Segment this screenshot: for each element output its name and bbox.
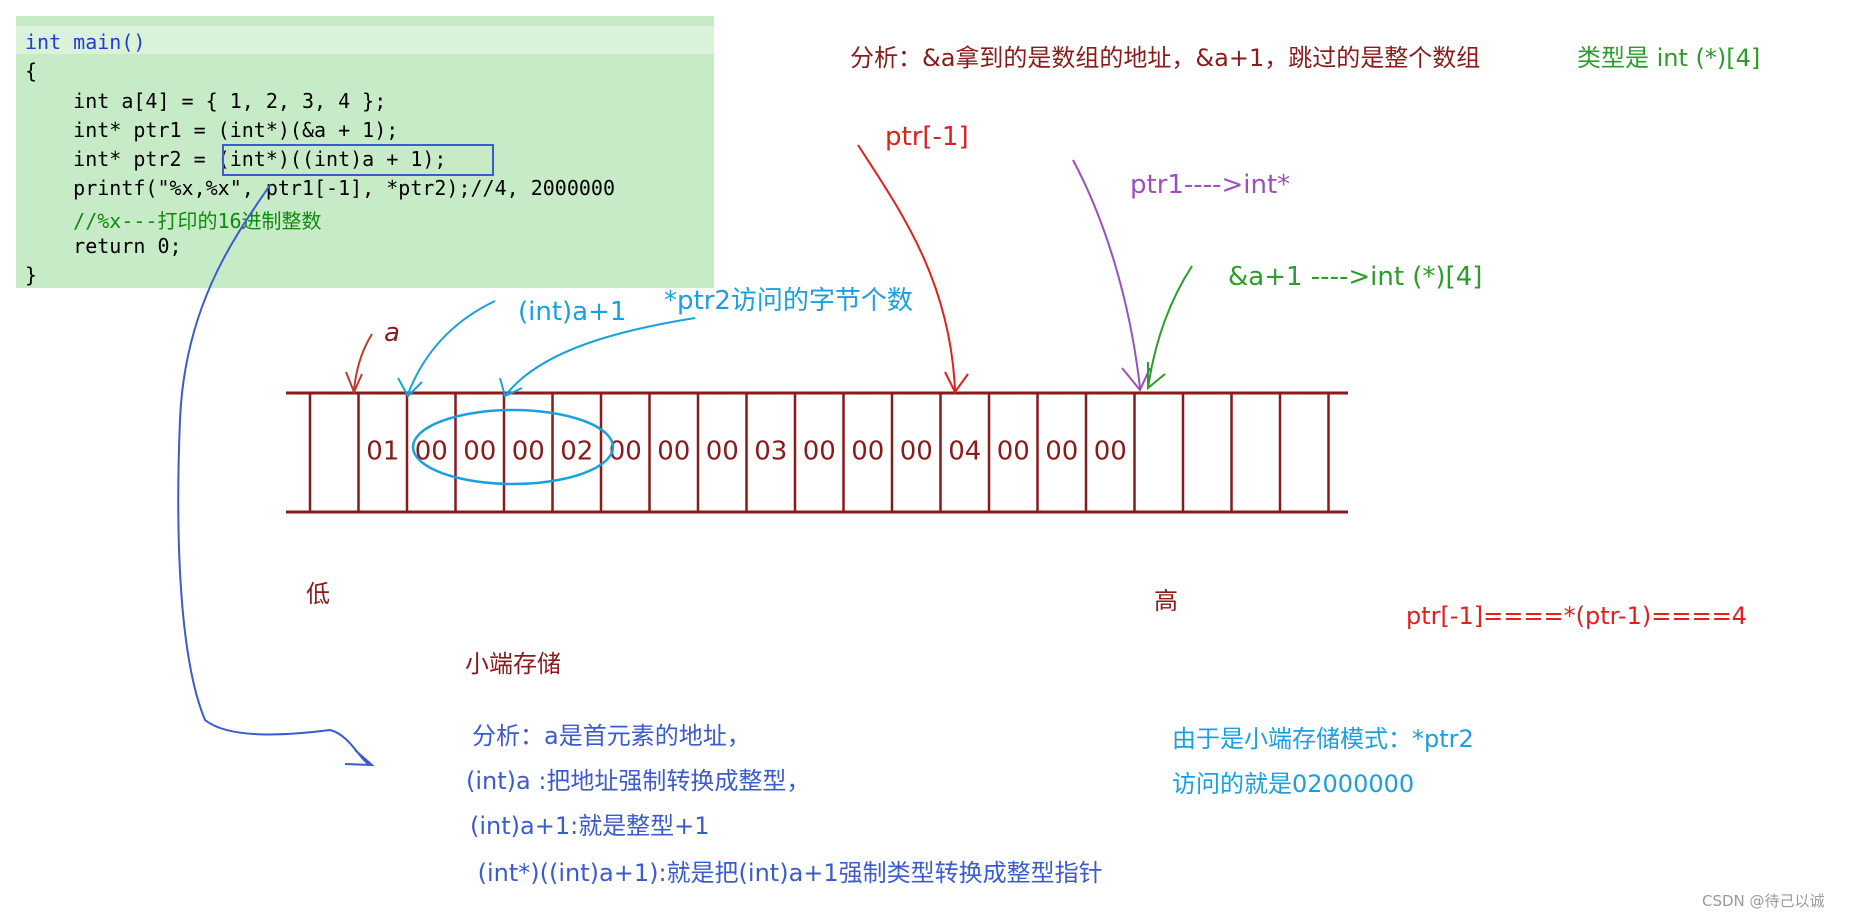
a-plus1-arrow bbox=[1147, 265, 1193, 389]
int-a-plus1-label: (int)a+1 bbox=[518, 297, 627, 327]
code-line-8: return 0; bbox=[25, 234, 182, 258]
little-endian-label: 小端存储 bbox=[465, 650, 561, 678]
right-note-line-2: 访问的就是02000000 bbox=[1172, 770, 1415, 798]
top-analysis-type: 类型是 int (*)[4] bbox=[1577, 44, 1761, 72]
ptr-minus1-arrowhead bbox=[944, 371, 969, 394]
analysis-line-4: (int*)((int)a+1):就是把(int)a+1强制类型转换成整型指针 bbox=[470, 859, 1103, 887]
ptr1-type-label: ptr1---->int* bbox=[1130, 170, 1291, 200]
right-note-line-1: 由于是小端存储模式：*ptr2 bbox=[1172, 725, 1474, 753]
current-line-highlight bbox=[16, 26, 714, 54]
top-analysis-text: 分析：&a拿到的是数组的地址，&a+1，跳过的是整个数组 bbox=[850, 44, 1481, 72]
memory-byte: 02 bbox=[560, 437, 593, 467]
analysis-line-3: (int)a+1:就是整型+1 bbox=[470, 812, 710, 840]
code-panel: int main() { int a[4] = { 1, 2, 3, 4 }; … bbox=[16, 16, 714, 288]
ptr2-arrowhead bbox=[499, 377, 523, 398]
int-a-plus1-arrowhead bbox=[397, 377, 423, 398]
code-line-7: //%x---打印的16进制整数 bbox=[25, 209, 322, 233]
memory-byte: 01 bbox=[366, 437, 399, 467]
code-line-4: int* ptr1 = (int*)(&a + 1); bbox=[25, 118, 399, 142]
memory-byte: 00 bbox=[851, 437, 884, 467]
memory-byte: 00 bbox=[803, 437, 836, 467]
code-line-6: printf("%x,%x", ptr1[-1], *ptr2);//4, 20… bbox=[25, 176, 616, 200]
code-line-3: int a[4] = { 1, 2, 3, 4 }; bbox=[25, 89, 387, 113]
ptr-minus1-arrow bbox=[857, 144, 956, 391]
analysis-link-arrow bbox=[177, 184, 371, 766]
ptr2-arrow bbox=[504, 317, 696, 397]
low-label: 低 bbox=[306, 580, 330, 608]
ptr1-arrowhead bbox=[1121, 367, 1151, 392]
analysis-line-2: (int)a :把地址强制转换成整型， bbox=[466, 767, 811, 795]
memory-byte: 03 bbox=[754, 437, 787, 467]
ptr-minus1-label: ptr[-1] bbox=[885, 122, 969, 152]
a-plus1-arrowhead bbox=[1147, 362, 1166, 391]
ptr1-arrow bbox=[1072, 159, 1141, 389]
watermark: CSDN @待己以诚 bbox=[1702, 892, 1825, 910]
cast-highlight-box bbox=[222, 144, 494, 176]
code-line-9: } bbox=[25, 263, 38, 287]
a-arrowhead bbox=[345, 371, 363, 395]
a-plus1-type-label: &a+1 ---->int (*)[4] bbox=[1228, 262, 1483, 292]
memory-byte: 00 bbox=[463, 437, 496, 467]
memory-byte: 00 bbox=[609, 437, 642, 467]
code-line-1: int main() bbox=[25, 30, 145, 54]
code-text: int main() bbox=[25, 30, 146, 54]
memory-byte: 00 bbox=[512, 437, 545, 467]
ptr2-bytes-label: *ptr2访问的字节个数 bbox=[664, 286, 913, 316]
analysis-link-arrowhead bbox=[344, 749, 375, 767]
memory-byte: 00 bbox=[706, 437, 739, 467]
memory-byte: 00 bbox=[900, 437, 933, 467]
memory-byte: 00 bbox=[657, 437, 690, 467]
a-label: a bbox=[384, 318, 400, 348]
memory-byte: 00 bbox=[997, 437, 1030, 467]
memory-byte: 00 bbox=[1045, 437, 1078, 467]
analysis-line-1: 分析：a是首元素的地址， bbox=[472, 722, 751, 750]
a-arrow bbox=[353, 333, 373, 391]
memory-byte: 04 bbox=[948, 437, 981, 467]
int-a-plus1-arrow bbox=[407, 300, 496, 395]
ptr-equality-text: ptr[-1]====*(ptr-1)====4 bbox=[1406, 602, 1747, 630]
high-label: 高 bbox=[1154, 587, 1178, 615]
code-line-2: { bbox=[25, 59, 38, 83]
code-line-5: int* ptr2 = (int*)((int)a + 1); bbox=[25, 147, 447, 171]
memory-byte: 00 bbox=[1094, 437, 1127, 467]
ptr2-bytes-ellipse bbox=[411, 408, 615, 486]
